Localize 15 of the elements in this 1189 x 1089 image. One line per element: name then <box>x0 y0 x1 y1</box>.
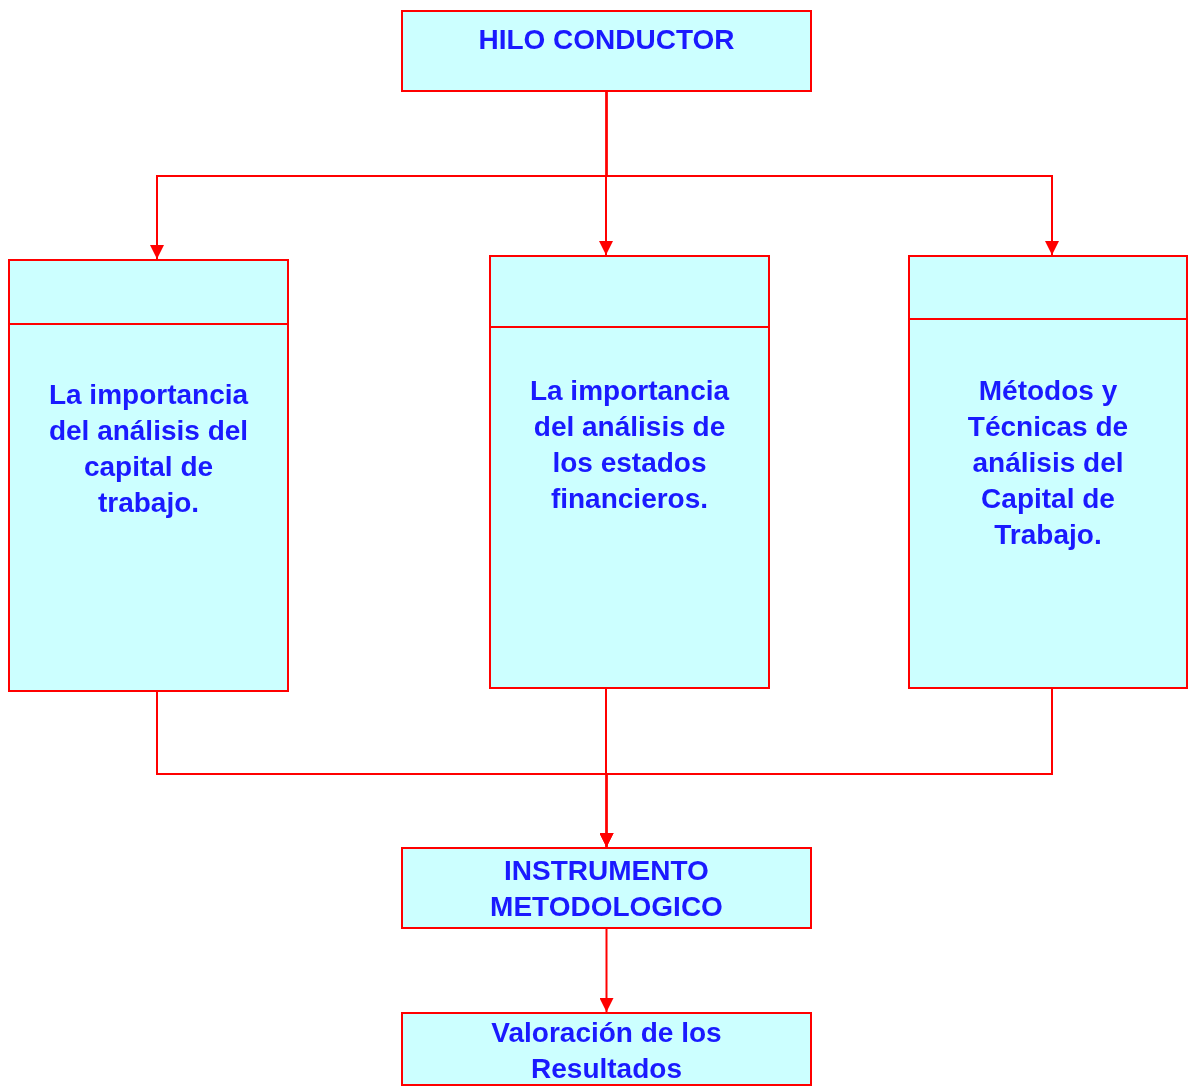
arrow <box>599 928 614 1013</box>
process-box <box>8 259 289 692</box>
process-box <box>401 847 812 929</box>
arrow <box>605 91 1059 256</box>
box-label: La importancia del análisis de los estados financieros. <box>528 374 731 516</box>
process-box <box>401 1012 812 1086</box>
box-label: HILO CONDUCTOR <box>478 23 735 57</box>
box-label: INSTRUMENTO METODOLOGICO <box>489 854 724 924</box>
process-box <box>401 10 812 92</box>
arrow <box>599 688 1053 848</box>
process-box <box>908 255 1188 689</box>
box-label: La importancia del análisis del capital de trabajo. <box>47 378 250 520</box>
process-box <box>489 255 770 689</box>
box-label: Valoración de los Resultados <box>490 1016 723 1086</box>
box-label: Métodos y Técnicas de análisis del Capital de Trabajo. <box>966 374 1130 552</box>
